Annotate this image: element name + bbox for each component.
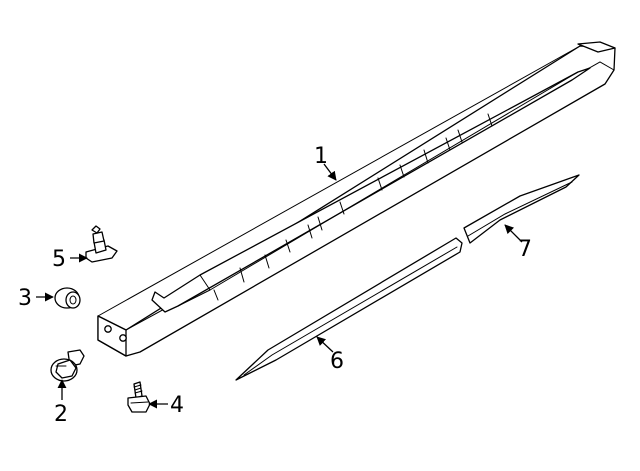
callout-6: 6: [330, 349, 344, 374]
callout-1: 1: [314, 144, 328, 169]
leader-6: [316, 336, 334, 353]
leader-7: [504, 224, 523, 243]
callout-3: 3: [18, 286, 32, 311]
leader-lines: [36, 163, 523, 409]
molding-part-6: [235, 237, 463, 381]
rivet-part-2: [50, 349, 85, 382]
callout-2: 2: [54, 402, 68, 427]
molding-part-7: [463, 174, 580, 244]
leader-1: [323, 163, 337, 181]
rocker-panel-part-1: [97, 41, 616, 357]
grommet-part-3: [54, 287, 81, 309]
bolt-part-4: [127, 381, 151, 413]
callout-5: 5: [52, 247, 66, 272]
callout-4: 4: [170, 393, 184, 418]
clip-part-5: [85, 225, 118, 263]
callout-7: 7: [518, 237, 532, 262]
